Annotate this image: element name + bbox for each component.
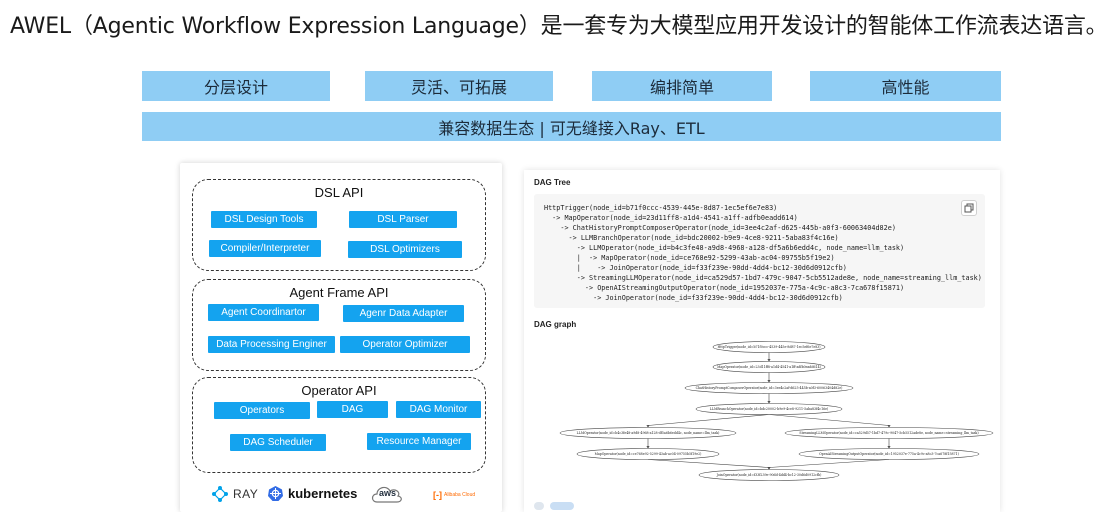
kubernetes-icon [268,486,283,501]
zoom-in-control[interactable] [550,502,574,510]
code-line: | -> JoinOperator(node_id=f33f239e-90dd-… [544,264,847,272]
dag-node [712,341,826,353]
dsl-parser: DSL Parser [349,211,457,228]
dag-edge [647,414,770,426]
dsl-api-title: DSL API [314,185,364,200]
dag-node-label: MapOperator(node_id=23d11ff8-a1d4-4541-a… [717,365,821,369]
code-line: -> LLMBranchOperator(node_id=bdc20002-b9… [544,234,839,242]
dag-edge-arrowhead [767,359,771,362]
dag-graph-title: DAG graph [534,320,577,329]
code-line: -> MapOperator(node_id=23d11ff8-a1d4-454… [544,214,798,222]
dag-node [784,427,994,439]
dag-monitor: DAG Monitor [396,401,481,418]
dag-edge [768,414,890,426]
kubernetes-logo: kubernetes [267,485,357,502]
ray-logo: RAY [211,485,258,503]
dag-node [576,448,720,460]
dag-node [712,361,826,373]
dag-node [684,382,854,394]
dag-node-label: JoinOperator(node_id=f33f239e-90dd-4dd4-… [716,473,822,477]
code-line: -> ChatHistoryPromptComposerOperator(nod… [544,224,896,232]
dag-edge-arrowhead [767,467,771,470]
agent-frame-api-title: Agent Frame API [289,285,389,300]
dsl-design-tools: DSL Design Tools [211,211,317,228]
operator-api-title: Operator API [301,383,377,398]
compiler-interpreter: Compiler/Interpreter [209,240,321,257]
ecosystem-bar: 兼容数据生态 | 可无缝接入Ray、ETL [142,112,1001,141]
dag-node-label: OpenAIStreamingOutputOperator(node_id=19… [819,452,959,456]
alibaba-cloud-logo: [-] Alibaba Cloud [433,490,475,500]
dag-edge-arrowhead [887,446,891,449]
aws-label: aws [379,488,397,498]
dsl-api-group: DSL API DSL Design Tools DSL Parser Comp… [192,179,486,271]
code-line: | -> MapOperator(node_id=ce768e92-5299-4… [544,254,835,262]
dag-edge [768,459,890,468]
ray-label: RAY [233,487,259,501]
dag-edge-arrowhead [646,446,650,449]
alibaba-cloud-label: Alibaba Cloud [444,492,476,498]
dag-node [698,469,840,481]
dag-node-label: MapOperator(node_id=ce768e92-5299-43ab-a… [595,452,702,456]
code-line: -> StreamingLLMOperator(node_id=ca529d57… [544,274,982,282]
ecosystem-logos: RAY kubernetes aws [-] Alibaba Cloud [180,481,502,509]
agent-frame-api-group: Agent Frame API Agent Coordinartor Agenr… [192,279,486,371]
operator-api-group: Operator API Operators DAG DAG Monitor D… [192,377,486,473]
dag-edge-arrowhead [646,425,650,428]
resource-manager: Resource Manager [367,433,471,450]
feature-layered-design: 分层设计 [142,71,330,101]
dsl-optimizers: DSL Optimizers [348,241,462,258]
operator-optimizer: Operator Optimizer [340,336,470,353]
feature-flexible-extensible: 灵活、可拓展 [365,71,553,101]
data-processing-engine: Data Processing Enginer [208,336,335,353]
dag: DAG [317,401,388,418]
copy-icon [964,203,974,213]
dag-edge [647,459,770,468]
agent-data-adapter: Agenr Data Adapter [343,305,464,322]
cloud-icon [371,486,402,503]
agent-coordinator: Agent Coordinartor [208,304,319,321]
copy-button[interactable] [961,200,977,216]
dag-node-label: LLMBranchOperator(node_id=bdc20002-b9e9-… [710,407,829,411]
dag-node-label: ChatHistoryPromptComposerOperator(node_i… [696,386,843,390]
zoom-out-control[interactable] [534,502,544,510]
dag-edge-arrowhead [767,380,771,383]
feature-high-performance: 高性能 [810,71,1001,101]
code-line: -> OpenAIStreamingOutputOperator(node_id… [544,284,905,292]
dag-graph: HttpTrigger(node_id=b71f0ccc-4539-445e-8… [559,341,994,481]
dag-tree-code: HttpTrigger(node_id=b71f0ccc-4539-445e-8… [534,194,985,308]
dag-scheduler: DAG Scheduler [230,434,326,451]
alibaba-cloud-icon: [-] [433,490,442,500]
dag-tree-title: DAG Tree [534,178,571,187]
dag-edge-arrowhead [887,425,891,428]
dag-node-label: StreamingLLMOperator(node_id=ca529d57-1b… [799,431,978,435]
dag-panel: DAG Tree HttpTrigger(node_id=b71f0ccc-45… [524,170,1000,512]
dag-node [559,427,737,439]
ray-icon [212,486,228,502]
headline: AWEL（Agentic Workflow Expression Languag… [10,14,1107,39]
feature-simple-orchestration: 编排简单 [592,71,772,101]
code-line: -> LLMOperator(node_id=b4c3fe48-a9d8-496… [544,244,905,252]
aws-logo: aws [369,483,405,505]
code-line: HttpTrigger(node_id=b71f0ccc-4539-445e-8… [544,204,778,212]
dag-node-label: HttpTrigger(node_id=b71f0ccc-4539-445e-8… [717,345,820,349]
dag-node [695,403,843,415]
dag-node [798,448,980,460]
architecture-diagram: DSL API DSL Design Tools DSL Parser Comp… [180,163,502,512]
kubernetes-label: kubernetes [288,486,358,501]
dag-node-label: LLMOperator(node_id=b4c3fe48-a9d8-4968-a… [577,431,720,435]
code-line: -> JoinOperator(node_id=f33f239e-90dd-4d… [544,294,843,302]
dag-edge-arrowhead [767,401,771,404]
operators: Operators [214,402,310,419]
